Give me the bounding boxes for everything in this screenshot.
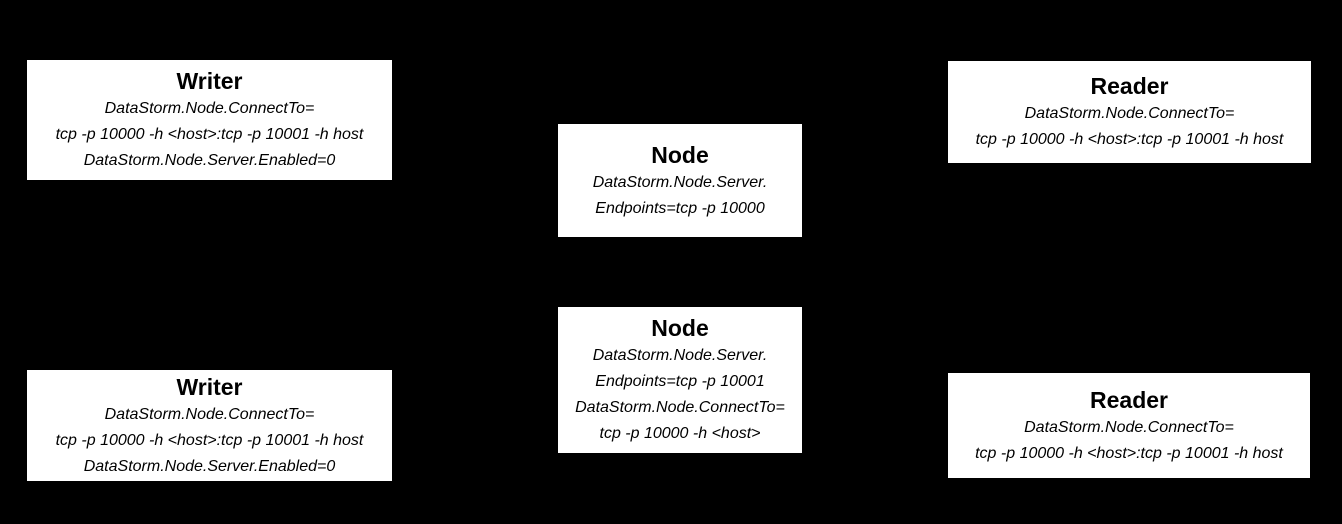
- reader-bottom-box: Reader DataStorm.Node.ConnectTo= tcp -p …: [948, 373, 1310, 478]
- writer-bottom-config-line: DataStorm.Node.Server.Enabled=0: [83, 457, 336, 475]
- reader-top-config-line: tcp -p 10000 -h <host>:tcp -p 10001 -h h…: [975, 131, 1284, 148]
- reader-bottom-title: Reader: [1090, 386, 1168, 413]
- node-bottom-config-line: Endpoints=tcp -p 10001: [595, 373, 765, 390]
- writer-top-box: Writer DataStorm.Node.ConnectTo= tcp -p …: [27, 60, 392, 180]
- node-bottom-config-line: DataStorm.Node.ConnectTo=: [575, 399, 785, 416]
- node-bottom-title: Node: [651, 315, 709, 341]
- writer-top-config-line: DataStorm.Node.ConnectTo=: [104, 100, 315, 117]
- reader-top-config-line: DataStorm.Node.ConnectTo=: [1024, 105, 1235, 122]
- writer-top-config-line: tcp -p 10000 -h <host>:tcp -p 10001 -h h…: [55, 126, 364, 143]
- reader-top-title: Reader: [1090, 73, 1169, 99]
- node-bottom-box: Node DataStorm.Node.Server. Endpoints=tc…: [558, 307, 802, 453]
- writer-bottom-config-line: DataStorm.Node.ConnectTo=: [104, 405, 315, 423]
- node-bottom-config-line: tcp -p 10000 -h <host>: [599, 425, 761, 442]
- reader-top-box: Reader DataStorm.Node.ConnectTo= tcp -p …: [948, 61, 1311, 163]
- writer-bottom-title: Writer: [176, 373, 243, 400]
- node-top-box: Node DataStorm.Node.Server. Endpoints=tc…: [558, 124, 802, 237]
- reader-bottom-config-line: DataStorm.Node.ConnectTo=: [1024, 418, 1234, 436]
- node-top-config-line: DataStorm.Node.Server.: [592, 173, 768, 191]
- writer-bottom-config-line: tcp -p 10000 -h <host>:tcp -p 10001 -h h…: [55, 431, 364, 449]
- writer-top-title: Writer: [176, 68, 243, 94]
- reader-bottom-config-line: tcp -p 10000 -h <host>:tcp -p 10001 -h h…: [975, 444, 1283, 462]
- node-top-config-line: Endpoints=tcp -p 10000: [595, 199, 765, 217]
- writer-top-config-line: DataStorm.Node.Server.Enabled=0: [83, 152, 336, 169]
- node-bottom-config-line: DataStorm.Node.Server.: [592, 347, 768, 364]
- writer-bottom-box: Writer DataStorm.Node.ConnectTo= tcp -p …: [27, 370, 392, 481]
- node-top-title: Node: [651, 141, 709, 168]
